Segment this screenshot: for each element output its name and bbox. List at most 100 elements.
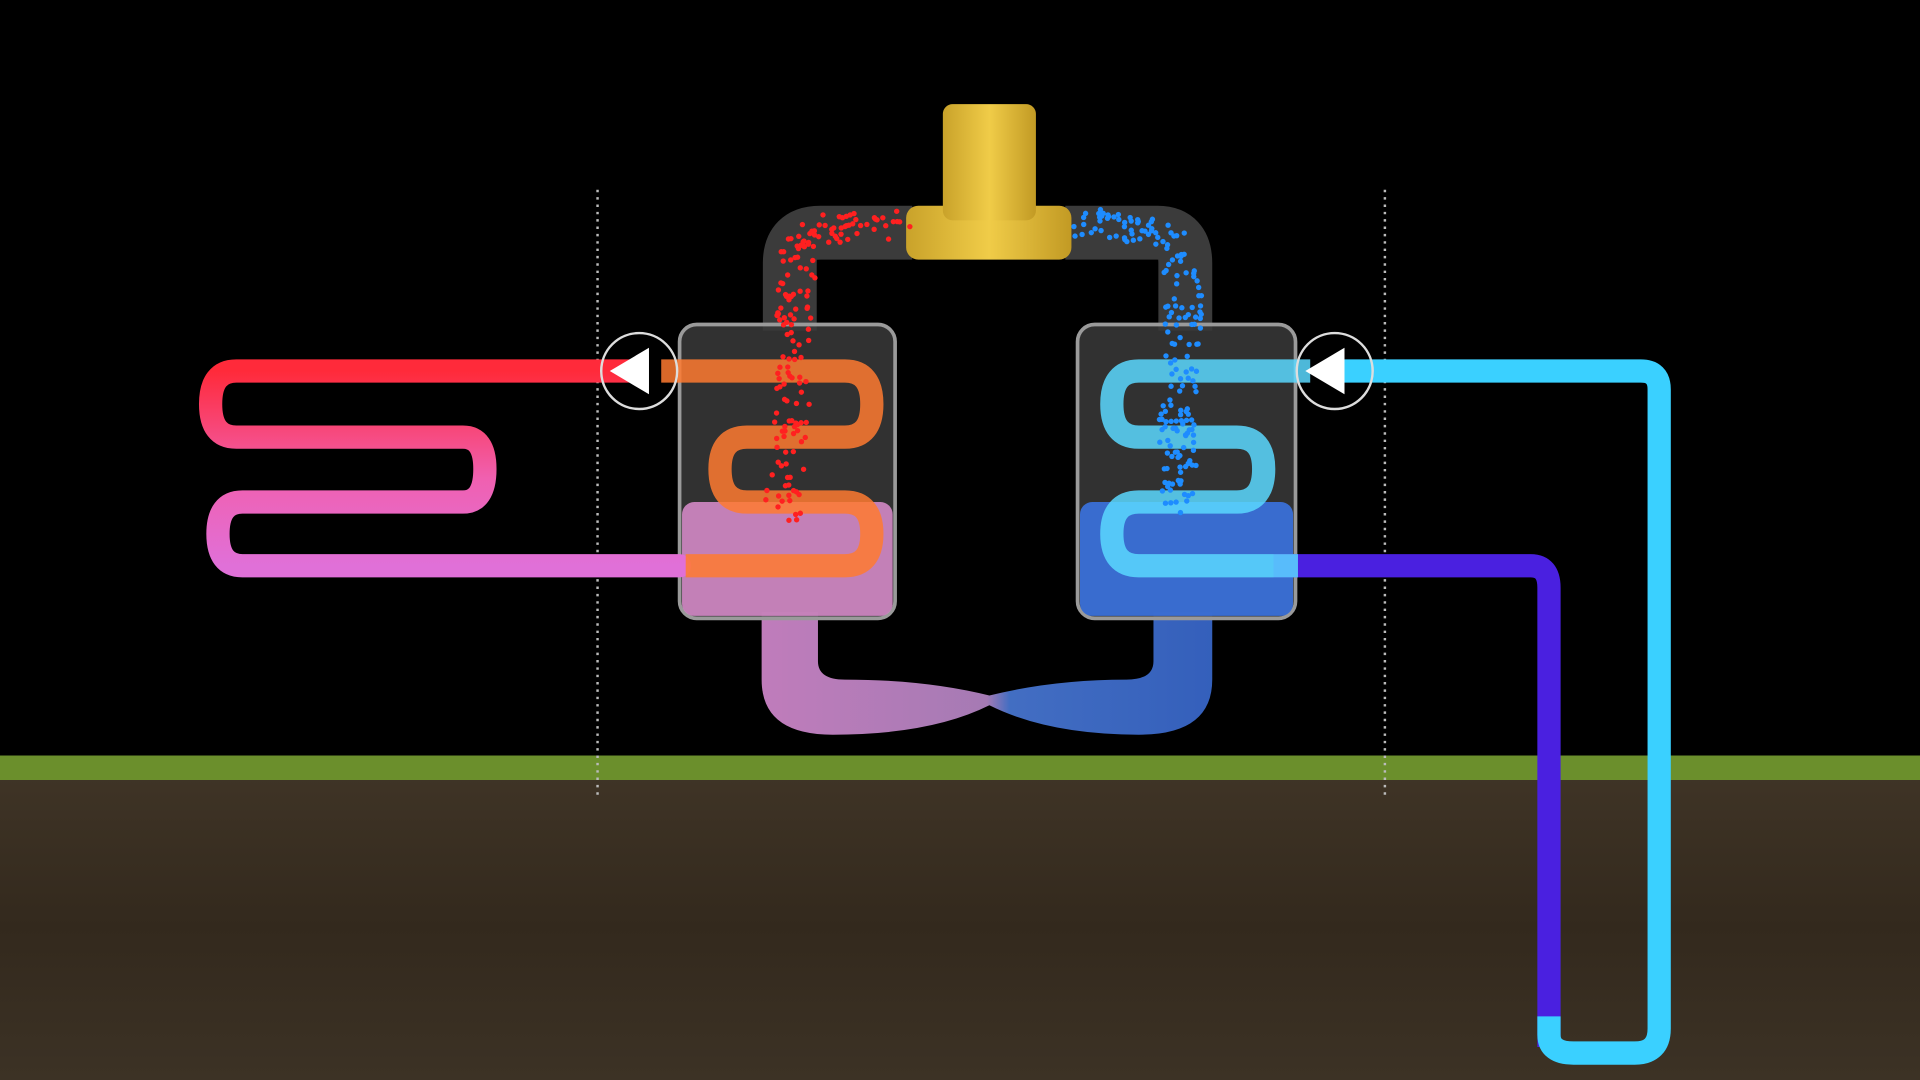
refrigerant-particle (1149, 216, 1156, 222)
refrigerant-particle (781, 315, 788, 321)
refrigerant-particle (1189, 490, 1196, 497)
refrigerant-particle (871, 215, 878, 221)
refrigerant-particle (1165, 222, 1171, 228)
refrigerant-particle (1172, 357, 1178, 363)
refrigerant-particle (1164, 450, 1171, 456)
refrigerant-particle (1183, 432, 1189, 439)
refrigerant-particle (801, 238, 807, 244)
refrigerant-particle (1183, 417, 1190, 424)
refrigerant-particle (853, 216, 859, 223)
evaporator-tank (1075, 322, 1298, 621)
refrigerant-particle (792, 511, 799, 518)
refrigerant-particle (845, 236, 851, 243)
refrigerant-particle (1173, 281, 1180, 287)
refrigerant-particle (790, 338, 796, 344)
soil (0, 773, 1920, 1080)
refrigerant-particle (764, 487, 770, 494)
refrigerant-particle (1098, 227, 1104, 234)
refrigerant-particle (1100, 210, 1106, 217)
refrigerant-particle (811, 228, 818, 234)
refrigerant-particle (1182, 314, 1188, 321)
refrigerant-particle (1162, 321, 1169, 327)
refrigerant-particle (1128, 218, 1134, 224)
refrigerant-particle (1155, 234, 1161, 241)
refrigerant-particle (798, 389, 805, 395)
refrigerant-particle (1185, 493, 1191, 499)
refrigerant-particle (789, 375, 795, 381)
refrigerant-particle (806, 401, 812, 407)
refrigerant-particle (1160, 238, 1166, 245)
refrigerant-particle (776, 375, 782, 382)
refrigerant-particle (834, 235, 840, 242)
refrigerant-particle (1197, 315, 1203, 322)
refrigerant-particle (774, 444, 780, 451)
refrigerant-particle (788, 321, 795, 328)
refrigerant-particle (1197, 303, 1204, 309)
refrigerant-particle (885, 236, 892, 242)
indoor-heating-loop (198, 359, 692, 578)
refrigerant-particle (790, 487, 797, 494)
refrigerant-particle (1177, 376, 1184, 382)
flow-arrow-left-icon (600, 331, 679, 411)
refrigerant-particle (1189, 426, 1195, 433)
refrigerant-particle (1168, 309, 1175, 316)
refrigerant-particle (787, 312, 794, 318)
refrigerant-particle (1180, 444, 1187, 451)
refrigerant-particle (1081, 221, 1087, 228)
refrigerant-particle (1171, 296, 1177, 302)
refrigerant-particle (815, 233, 822, 240)
refrigerant-particle (1191, 270, 1197, 277)
refrigerant-particle (775, 287, 782, 293)
refrigerant-particle (778, 463, 785, 469)
refrigerant-particle (1189, 304, 1195, 311)
refrigerant-particle (1181, 230, 1187, 236)
refrigerant-particle (775, 310, 781, 316)
refrigerant-particle (790, 448, 797, 455)
refrigerant-particle (809, 272, 815, 278)
refrigerant-particle (1177, 412, 1184, 418)
refrigerant-particle (850, 221, 856, 227)
refrigerant-particle (1080, 214, 1087, 221)
refrigerant-particle (787, 497, 793, 504)
refrigerant-particle (785, 369, 791, 376)
refrigerant-particle (1192, 383, 1198, 390)
refrigerant-particle (781, 433, 787, 440)
refrigerant-particle (796, 233, 802, 240)
refrigerant-particle (1173, 418, 1179, 424)
refrigerant-particle (1163, 267, 1169, 274)
refrigerant-particle (1177, 258, 1184, 264)
refrigerant-particle (1164, 483, 1171, 490)
refrigerant-particle (822, 222, 828, 229)
refrigerant-particle (1177, 464, 1183, 470)
refrigerant-particle (1082, 210, 1089, 217)
refrigerant-particle (1164, 245, 1170, 252)
refrigerant-particle (826, 239, 832, 245)
refrigerant-particle (871, 226, 877, 233)
refrigerant-particle (1168, 383, 1174, 389)
refrigerant-particle (894, 218, 900, 225)
refrigerant-particle (1185, 375, 1191, 381)
refrigerant-particle (1193, 368, 1200, 374)
refrigerant-particle (1188, 366, 1195, 372)
refrigerant-particle (782, 423, 788, 430)
refrigerant-particle (784, 272, 791, 278)
refrigerant-particle (797, 374, 803, 380)
refrigerant-particle (1190, 447, 1197, 454)
refrigerant-particle (801, 244, 808, 250)
refrigerant-particle (816, 222, 822, 228)
refrigerant-particle (1169, 257, 1176, 263)
refrigerant-particle (1071, 223, 1077, 230)
refrigerant-particle (883, 223, 889, 229)
refrigerant-particle (790, 291, 797, 298)
refrigerant-particle (880, 215, 886, 221)
refrigerant-particle (797, 265, 803, 271)
refrigerant-particle (1183, 270, 1189, 276)
refrigerant-particle (1121, 235, 1128, 241)
refrigerant-particle (789, 418, 795, 424)
refrigerant-particle (773, 435, 780, 442)
refrigerant-particle (791, 356, 798, 363)
refrigerant-particle (1169, 371, 1175, 377)
refrigerant-particle (1194, 341, 1200, 347)
refrigerant-particle (769, 472, 775, 478)
refrigerant-particle (836, 213, 842, 220)
